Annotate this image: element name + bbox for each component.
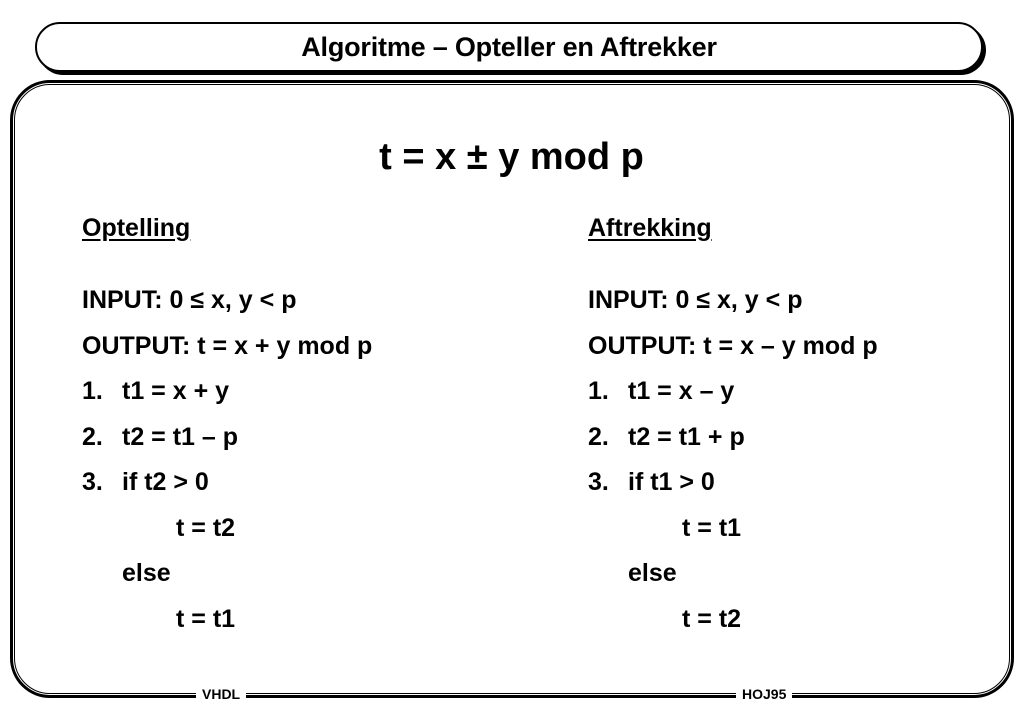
- step-number: 1.: [588, 377, 609, 405]
- addition-output: OUTPUT: t = x + y mod p: [82, 331, 373, 360]
- step-text: if t1 > 0: [628, 468, 715, 496]
- subtraction-column: Aftrekking INPUT: 0 ≤ x, y < p OUTPUT: t…: [588, 210, 878, 642]
- addition-else-assign: t = t1: [176, 604, 236, 633]
- title-box: Algoritme – Opteller en Aftrekker: [35, 22, 983, 72]
- addition-step-3: 3. if t2 > 0: [82, 460, 372, 506]
- step-text: t1 = x – y: [628, 377, 735, 405]
- subtraction-heading: Aftrekking: [588, 214, 712, 242]
- subtraction-step-1: 1. t1 = x – y: [588, 369, 878, 415]
- step-text: t2 = t1 – p: [122, 422, 239, 451]
- step-number: 1.: [82, 377, 103, 405]
- formula-heading: t = x ± y mod p: [379, 136, 644, 178]
- main-frame-inner: [14, 84, 1010, 694]
- footer-left-label: VHDL: [196, 685, 247, 703]
- subtraction-else-assign: t = t2: [682, 604, 742, 633]
- subtraction-step-2: 2. t2 = t1 + p: [588, 415, 878, 461]
- addition-column: Optelling INPUT: 0 ≤ x, y < p OUTPUT: t …: [82, 210, 372, 642]
- page-title: Algoritme – Opteller en Aftrekker: [301, 31, 717, 62]
- step-text: t1 = x + y: [122, 377, 230, 405]
- addition-then: t = t2: [176, 513, 236, 542]
- main-frame: [10, 80, 1014, 698]
- addition-step-2: 2. t2 = t1 – p: [82, 415, 372, 461]
- step-number: 2.: [82, 422, 103, 451]
- footer-right-label: HOJ95: [736, 685, 793, 703]
- step-number: 3.: [588, 468, 609, 496]
- subtraction-then: t = t1: [682, 513, 742, 542]
- step-number: 3.: [82, 468, 103, 496]
- subtraction-output: OUTPUT: t = x – y mod p: [588, 331, 878, 360]
- addition-step-1: 1. t1 = x + y: [82, 369, 372, 415]
- addition-input: INPUT: 0 ≤ x, y < p: [82, 286, 297, 314]
- subtraction-step-3: 3. if t1 > 0: [588, 460, 878, 506]
- step-text: if t2 > 0: [122, 468, 209, 496]
- addition-heading: Optelling: [82, 214, 191, 242]
- step-number: 2.: [588, 422, 609, 451]
- subtraction-input: INPUT: 0 ≤ x, y < p: [588, 286, 803, 314]
- step-text: t2 = t1 + p: [628, 422, 745, 451]
- addition-else: else: [122, 559, 171, 587]
- subtraction-else: else: [628, 559, 677, 587]
